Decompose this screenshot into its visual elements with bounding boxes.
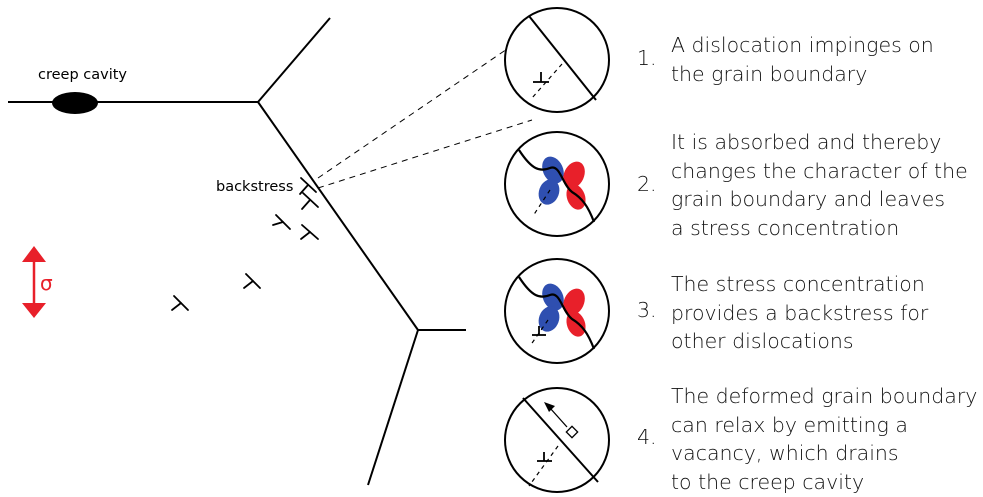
zoom-lines — [317, 31, 533, 189]
step-text: The stress concentration provides a back… — [671, 272, 929, 353]
stress-symbol: σ — [40, 271, 53, 295]
grain-boundaries — [8, 17, 466, 486]
dislocation-symbol — [537, 452, 552, 462]
step-number: 2. — [637, 172, 657, 196]
creep-cavity-label: creep cavity — [38, 67, 127, 83]
dislocations — [171, 177, 319, 311]
dislocation-symbol — [299, 177, 317, 195]
stress-arrow — [22, 246, 46, 318]
dislocation-symbol — [532, 326, 546, 336]
zoom-circle-1 — [504, 7, 610, 113]
step-1: 1. A dislocation impinges on the grain b… — [637, 31, 982, 91]
backstress-label: backstress — [216, 179, 293, 195]
dislocation-symbol — [272, 214, 291, 230]
zoom-line-bottom — [317, 119, 533, 189]
step-text: A dislocation impinges on the grain boun… — [671, 33, 934, 86]
arrow-head-up-icon — [22, 246, 46, 262]
dislocation-symbol — [301, 192, 319, 210]
dislocation-symbol — [300, 224, 319, 240]
arrow-icon — [544, 402, 555, 412]
boundary-lower — [367, 329, 419, 486]
zoom-line-top — [317, 31, 533, 179]
step-number: 3. — [637, 298, 657, 322]
stress-lobes — [538, 156, 586, 210]
step-text: The deformed grain boundary can relax by… — [671, 384, 978, 494]
step-number: 4. — [637, 425, 657, 449]
dislocation-symbol — [533, 72, 549, 83]
creep-cavity — [52, 92, 98, 114]
dislocation-symbol — [171, 295, 189, 311]
zoom-circle-4 — [504, 387, 610, 493]
zoom-circle-3 — [504, 258, 610, 364]
arrow-head-down-icon — [22, 303, 46, 318]
step-4: 4. The deformed grain boundary can relax… — [637, 382, 982, 496]
step-number: 1. — [637, 46, 657, 70]
step-3: 3. The stress concentration provides a b… — [637, 270, 982, 360]
step-text: It is absorbed and thereby changes the c… — [671, 130, 968, 240]
vacancy-icon — [565, 425, 579, 439]
zoom-circle-2 — [504, 131, 610, 237]
stress-lobes — [538, 283, 586, 337]
boundary-diagonal — [257, 101, 419, 331]
step-2: 2. It is absorbed and thereby changes th… — [637, 128, 982, 248]
boundary-upper-right — [257, 17, 331, 103]
dislocation-symbol — [243, 273, 261, 289]
